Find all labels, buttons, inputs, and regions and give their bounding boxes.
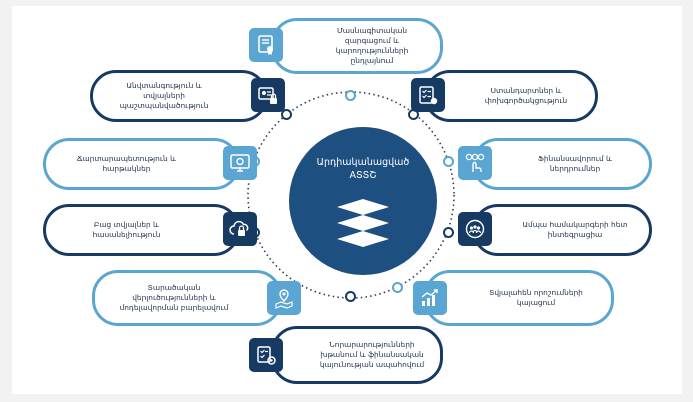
node-right1-label: Ստանդարտներ և փոխգործակցություն bbox=[484, 86, 568, 105]
node-bottom: Նորարարությունների խթանում և ֆինանսական … bbox=[271, 326, 443, 384]
node-left1: Անվտանգություն և տվյալների պաշտպանվածութ… bbox=[90, 70, 268, 122]
certificate-icon bbox=[249, 28, 283, 62]
hub-title: Արդիականացված AՏՏՇ bbox=[316, 157, 410, 181]
ring-dot-right-upper bbox=[443, 156, 454, 167]
ring-dot-lower-right bbox=[392, 282, 403, 293]
node-left3-label: Բաց տվյալներ և հասանելիություն bbox=[92, 220, 161, 239]
id-lock-icon bbox=[251, 78, 285, 112]
node-left4: Տարածական վերլուծությունների և մոդելավոր… bbox=[92, 270, 282, 326]
node-bottom-label: Նորարարությունների խթանում և ֆինանսական … bbox=[319, 340, 425, 369]
node-right2-label: Ֆինանսավորում և ներդրումներ bbox=[538, 154, 612, 173]
checklist-gear-icon bbox=[249, 338, 283, 372]
map-pin-icon bbox=[267, 281, 301, 315]
layers-icon bbox=[337, 199, 389, 247]
investment-icon bbox=[458, 146, 492, 180]
node-right1: Ստանդարտներ և փոխգործակցություն bbox=[424, 70, 598, 122]
node-right3-label: Ամպա համակարգերի հետ ինտեգրացիա bbox=[522, 220, 628, 239]
node-right4-label: Տվյալահեն որոշումների կայացում bbox=[489, 288, 583, 307]
node-left4-label: Տարածական վերլուծությունների և մոդելավոր… bbox=[119, 283, 229, 312]
node-top: Մասնագիտական զարգացում և կարողություններ… bbox=[271, 18, 443, 74]
node-left2: Ճարտարապետություն և հարթակներ bbox=[43, 138, 240, 190]
ring-dot-right-lower bbox=[443, 227, 454, 238]
ring-dot-top bbox=[345, 90, 356, 101]
team-integration-icon bbox=[458, 212, 492, 246]
checklist-icon bbox=[411, 78, 445, 112]
architecture-icon bbox=[223, 146, 257, 180]
node-left1-label: Անվտանգություն և տվյալների պաշտպանվածութ… bbox=[119, 81, 209, 110]
node-right4: Տվյալահեն որոշումների կայացում bbox=[424, 270, 614, 326]
ring-dot-upper-left bbox=[281, 109, 292, 120]
diagram-stage: Արդիականացված AՏՏՇ Մասնագիտական զարգացու… bbox=[12, 6, 682, 394]
node-right2: Ֆինանսավորում և ներդրումներ bbox=[472, 138, 652, 190]
node-left2-label: Ճարտարապետություն և հարթակներ bbox=[76, 154, 177, 173]
ring-dot-bottom bbox=[345, 291, 356, 302]
center-hub: Արդիականացված AՏՏՇ bbox=[289, 127, 437, 275]
node-left3: Բաց տվյալներ և հասանելիություն bbox=[43, 204, 240, 256]
node-top-label: Մասնագիտական զարգացում և կարողություններ… bbox=[335, 26, 409, 65]
growth-chart-icon bbox=[413, 281, 447, 315]
cloud-lock-icon bbox=[223, 212, 257, 246]
node-right3: Ամպա համակարգերի հետ ինտեգրացիա bbox=[472, 204, 652, 256]
